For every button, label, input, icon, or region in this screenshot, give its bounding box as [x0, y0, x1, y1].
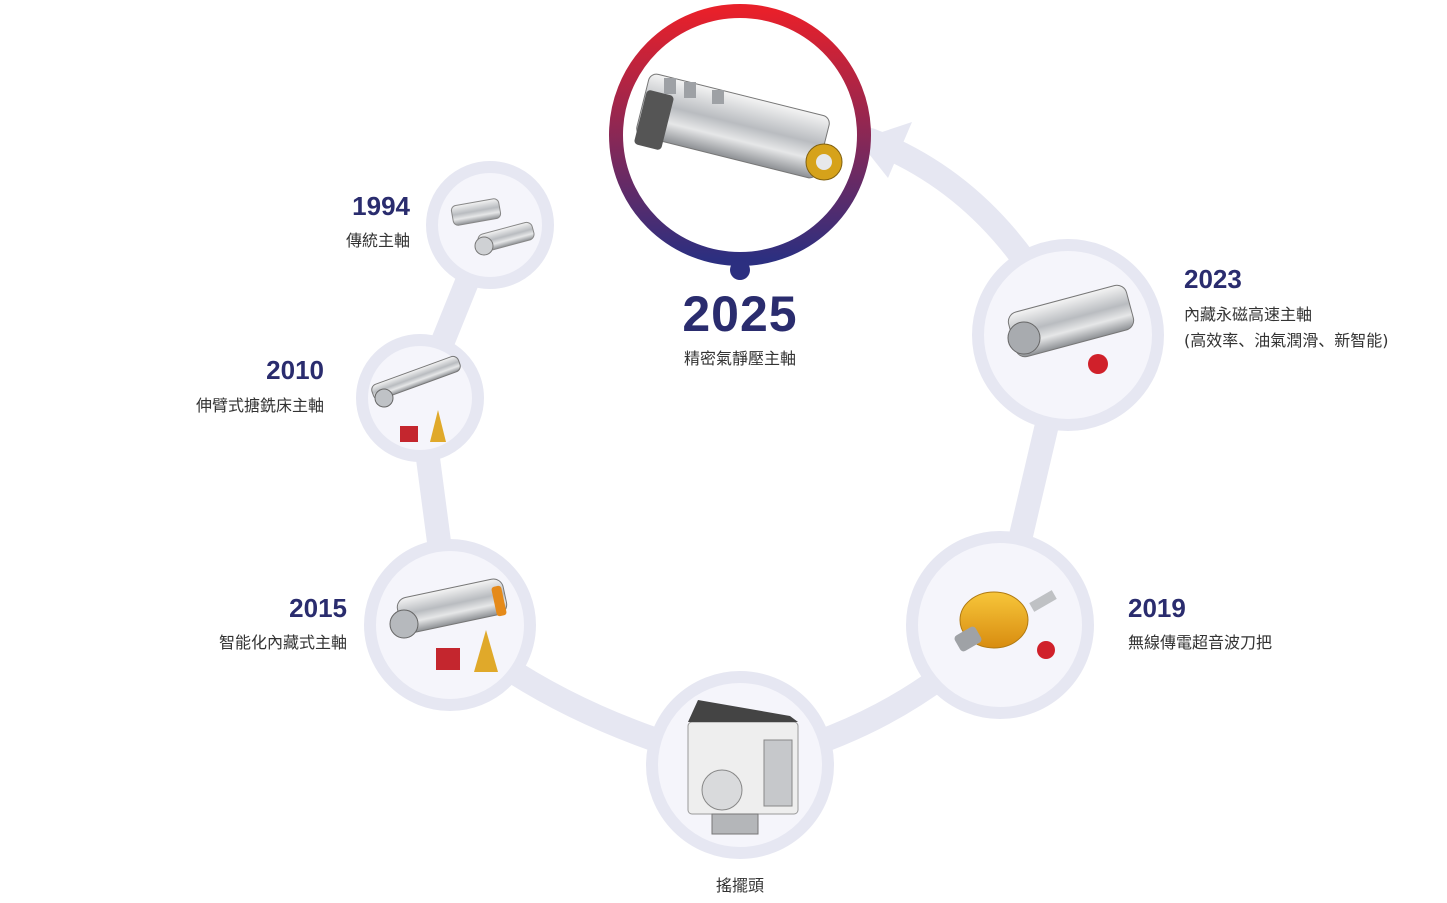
award-badge-icon	[436, 648, 460, 670]
node-2023	[972, 239, 1164, 431]
taiwan-excellence-icon	[1088, 354, 1108, 374]
current-marker-dot	[730, 260, 750, 280]
milestone-desc-1994: 傳統主軸	[345, 231, 410, 250]
node-swivel-head	[646, 671, 834, 859]
milestone-desc-2019: 無線傳電超音波刀把	[1128, 633, 1273, 652]
spindle-image-2023	[1007, 284, 1135, 374]
milestone-desc2-2023: (高效率、油氣潤滑、新智能)	[1184, 331, 1389, 350]
node-2015	[364, 539, 536, 711]
current-desc: 精密氣靜壓主軸	[683, 349, 796, 368]
node-2019	[906, 531, 1094, 719]
timeline-track	[408, 128, 1080, 777]
trophy-icon	[474, 630, 498, 672]
node-2025-current	[609, 4, 871, 280]
milestone-year-2015: 2015	[289, 593, 347, 623]
current-year: 2025	[682, 286, 798, 342]
swivel-head-image	[687, 700, 799, 835]
trophy-icon	[430, 410, 446, 442]
timeline-arrowhead	[858, 122, 912, 178]
milestone-desc-2010: 伸臂式搪銑床主軸	[195, 396, 324, 415]
taiwan-excellence-icon	[1037, 641, 1055, 659]
spindle-image-2010	[371, 355, 461, 442]
milestone-year-2023: 2023	[1184, 264, 1242, 294]
spindle-image-1994	[450, 198, 535, 256]
milestone-desc-2023: 內藏永磁高速主軸	[1184, 305, 1313, 324]
award-badge-icon	[400, 426, 418, 442]
milestone-year-2010: 2010	[266, 355, 324, 385]
milestone-year-2019: 2019	[1128, 593, 1186, 623]
spindle-image-2015	[389, 578, 508, 672]
node-1994	[426, 161, 554, 289]
spindle-image-2025	[634, 73, 843, 181]
node-2010	[356, 334, 484, 462]
milestone-year-1994: 1994	[352, 191, 410, 221]
milestone-desc-swivel-head: 搖擺頭	[715, 876, 764, 895]
tool-holder-image-2019	[954, 590, 1057, 659]
milestone-desc-2015: 智能化內藏式主軸	[218, 633, 347, 652]
